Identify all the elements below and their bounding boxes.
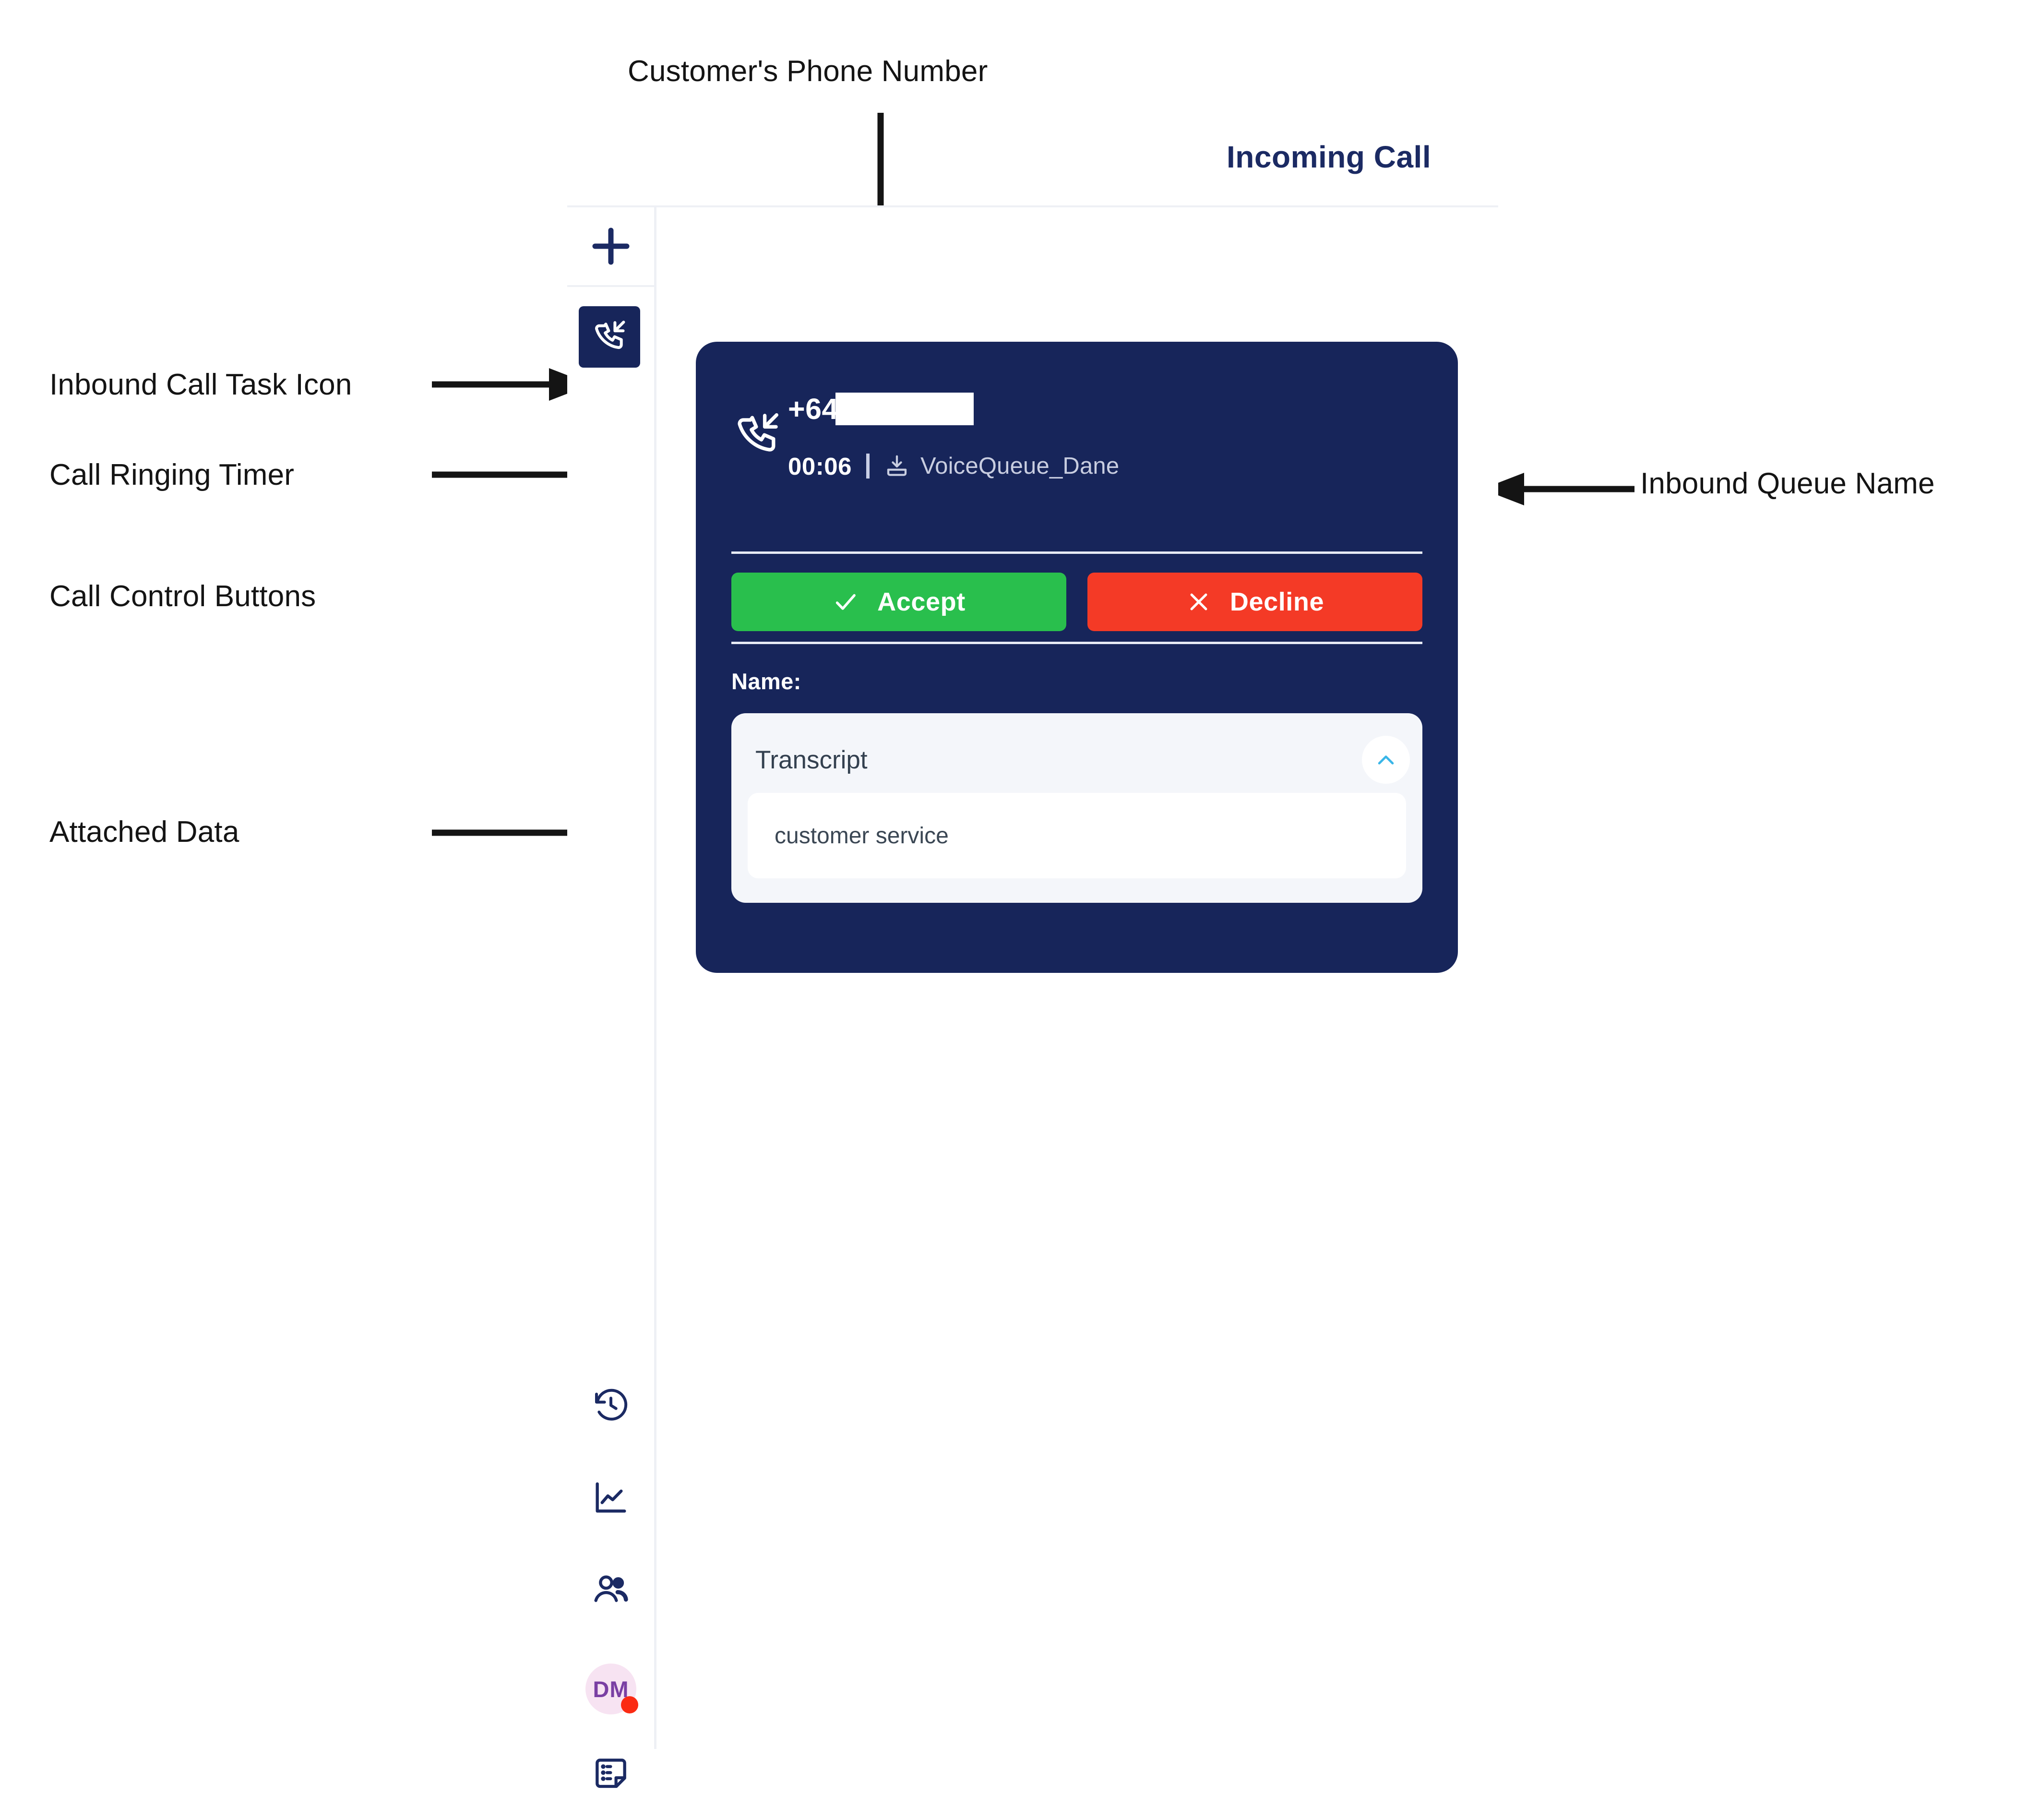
phone-incoming-icon xyxy=(591,318,628,357)
card-divider-bottom xyxy=(731,642,1422,644)
transcript-panel: Transcript customer service xyxy=(731,713,1422,903)
annotation-label-attached-data: Attached Data xyxy=(49,815,239,849)
contacts-icon xyxy=(592,1570,630,1609)
phone-number-redaction xyxy=(835,393,974,425)
sidebar: DM xyxy=(567,207,656,1788)
annotation-label-customers-phone-number: Customer's Phone Number xyxy=(628,55,988,88)
transcript-collapse-button[interactable] xyxy=(1362,736,1410,784)
annotation-label-call-ringing-timer: Call Ringing Timer xyxy=(49,458,295,491)
call-meta-row: 00:06 VoiceQueue_Dane xyxy=(788,449,1421,483)
incoming-call-card: +64 00:06 VoiceQueue_Dane xyxy=(696,342,1458,973)
analytics-icon xyxy=(592,1478,630,1517)
sidebar-item-inbound-call-task[interactable] xyxy=(579,306,640,368)
inbound-queue-name: VoiceQueue_Dane xyxy=(920,453,1120,479)
sidebar-item-notes[interactable] xyxy=(567,1728,654,1820)
card-divider-top xyxy=(731,551,1422,554)
transcript-header: Transcript xyxy=(755,733,1410,786)
avatar-status-dot xyxy=(621,1696,638,1713)
notes-icon xyxy=(592,1755,630,1793)
annotation-label-inbound-call-task-icon: Inbound Call Task Icon xyxy=(49,368,352,401)
call-card-header: +64 00:06 VoiceQueue_Dane xyxy=(732,386,1421,491)
x-icon xyxy=(1186,589,1212,615)
decline-button[interactable]: Decline xyxy=(1087,573,1422,631)
inbound-tray-icon xyxy=(884,453,910,479)
customer-phone-number-row: +64 xyxy=(788,388,1421,430)
add-task-button[interactable] xyxy=(567,207,654,287)
attached-data-name-label: Name: xyxy=(731,669,801,694)
annotation-label-inbound-queue-name: Inbound Queue Name xyxy=(1640,467,1935,500)
sidebar-item-analytics[interactable] xyxy=(567,1451,654,1544)
page-title: Incoming Call xyxy=(1227,140,1432,174)
sidebar-nav xyxy=(567,1359,654,1820)
sidebar-item-contacts[interactable] xyxy=(567,1544,654,1636)
accept-button[interactable]: Accept xyxy=(731,573,1066,631)
decline-button-label: Decline xyxy=(1229,587,1324,616)
avatar[interactable]: DM xyxy=(585,1664,638,1714)
history-icon xyxy=(592,1386,630,1425)
plus-icon xyxy=(592,228,630,265)
accept-button-label: Accept xyxy=(877,587,966,616)
check-icon xyxy=(832,588,859,615)
transcript-title: Transcript xyxy=(755,745,868,774)
call-direction-icon-wrap xyxy=(732,386,788,459)
customer-phone-number: +64 xyxy=(788,393,838,425)
annotation-arrow-left-queue-name xyxy=(1482,472,1635,506)
sidebar-item-history[interactable] xyxy=(567,1359,654,1451)
call-ringing-timer: 00:06 xyxy=(788,452,852,480)
call-card-header-text: +64 00:06 VoiceQueue_Dane xyxy=(788,386,1421,483)
meta-divider xyxy=(866,454,870,479)
call-control-buttons: Accept Decline xyxy=(731,573,1422,631)
chevron-up-icon xyxy=(1373,747,1398,772)
annotation-label-call-control-buttons: Call Control Buttons xyxy=(49,580,316,613)
phone-incoming-icon xyxy=(732,409,788,459)
transcript-value[interactable]: customer service xyxy=(748,793,1406,878)
